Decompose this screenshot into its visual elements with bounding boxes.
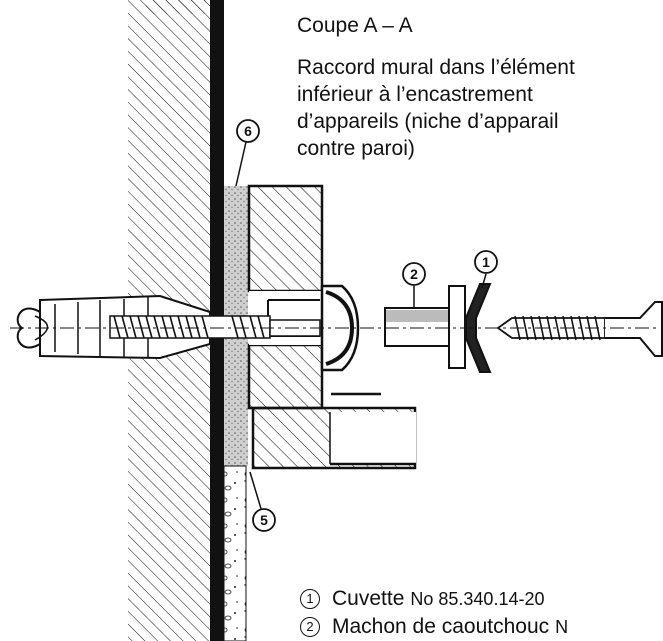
caption-line: Raccord mural dans l’élément <box>297 56 575 79</box>
svg-text:6: 6 <box>244 123 252 139</box>
legend-label: Machon de caoutchouc <box>332 615 550 638</box>
rubber-sleeve <box>384 285 466 369</box>
callout-2: 2 <box>402 262 426 286</box>
legend-item-cuvette: 1 Cuvette No 85.340.14-20 <box>300 587 544 611</box>
cup-washer <box>465 283 492 373</box>
callout-5: 5 <box>252 508 276 532</box>
wall-top-stub <box>146 0 206 14</box>
svg-text:1: 1 <box>482 254 490 270</box>
caption-line: d’appareils (niche d’apparail <box>297 110 559 133</box>
legend-label: Cuvette <box>332 587 405 610</box>
drawing-caption: Raccord mural dans l’élément inférieur à… <box>297 54 657 162</box>
caption-line: contre paroi) <box>297 137 415 160</box>
wood-screw <box>496 301 663 357</box>
legend-code: No 85.340.14-20 <box>410 588 545 609</box>
legend-number: 1 <box>300 589 320 609</box>
svg-text:2: 2 <box>410 266 418 282</box>
fixing-screw <box>109 315 321 339</box>
svg-text:5: 5 <box>260 512 268 528</box>
concrete-element <box>223 465 247 641</box>
legend-code: N <box>555 616 569 637</box>
legend-number: 2 <box>300 617 320 637</box>
lower-spacer-block <box>247 343 324 410</box>
upper-block <box>247 184 324 293</box>
caption-line: inférieur à l’encastrement <box>297 83 533 106</box>
section-title: Coupe A – A <box>297 14 413 37</box>
callout-6: 6 <box>236 119 260 143</box>
callout-1: 1 <box>474 250 498 274</box>
legend-item-machon: 2 Machon de caoutchouc N <box>300 615 568 639</box>
